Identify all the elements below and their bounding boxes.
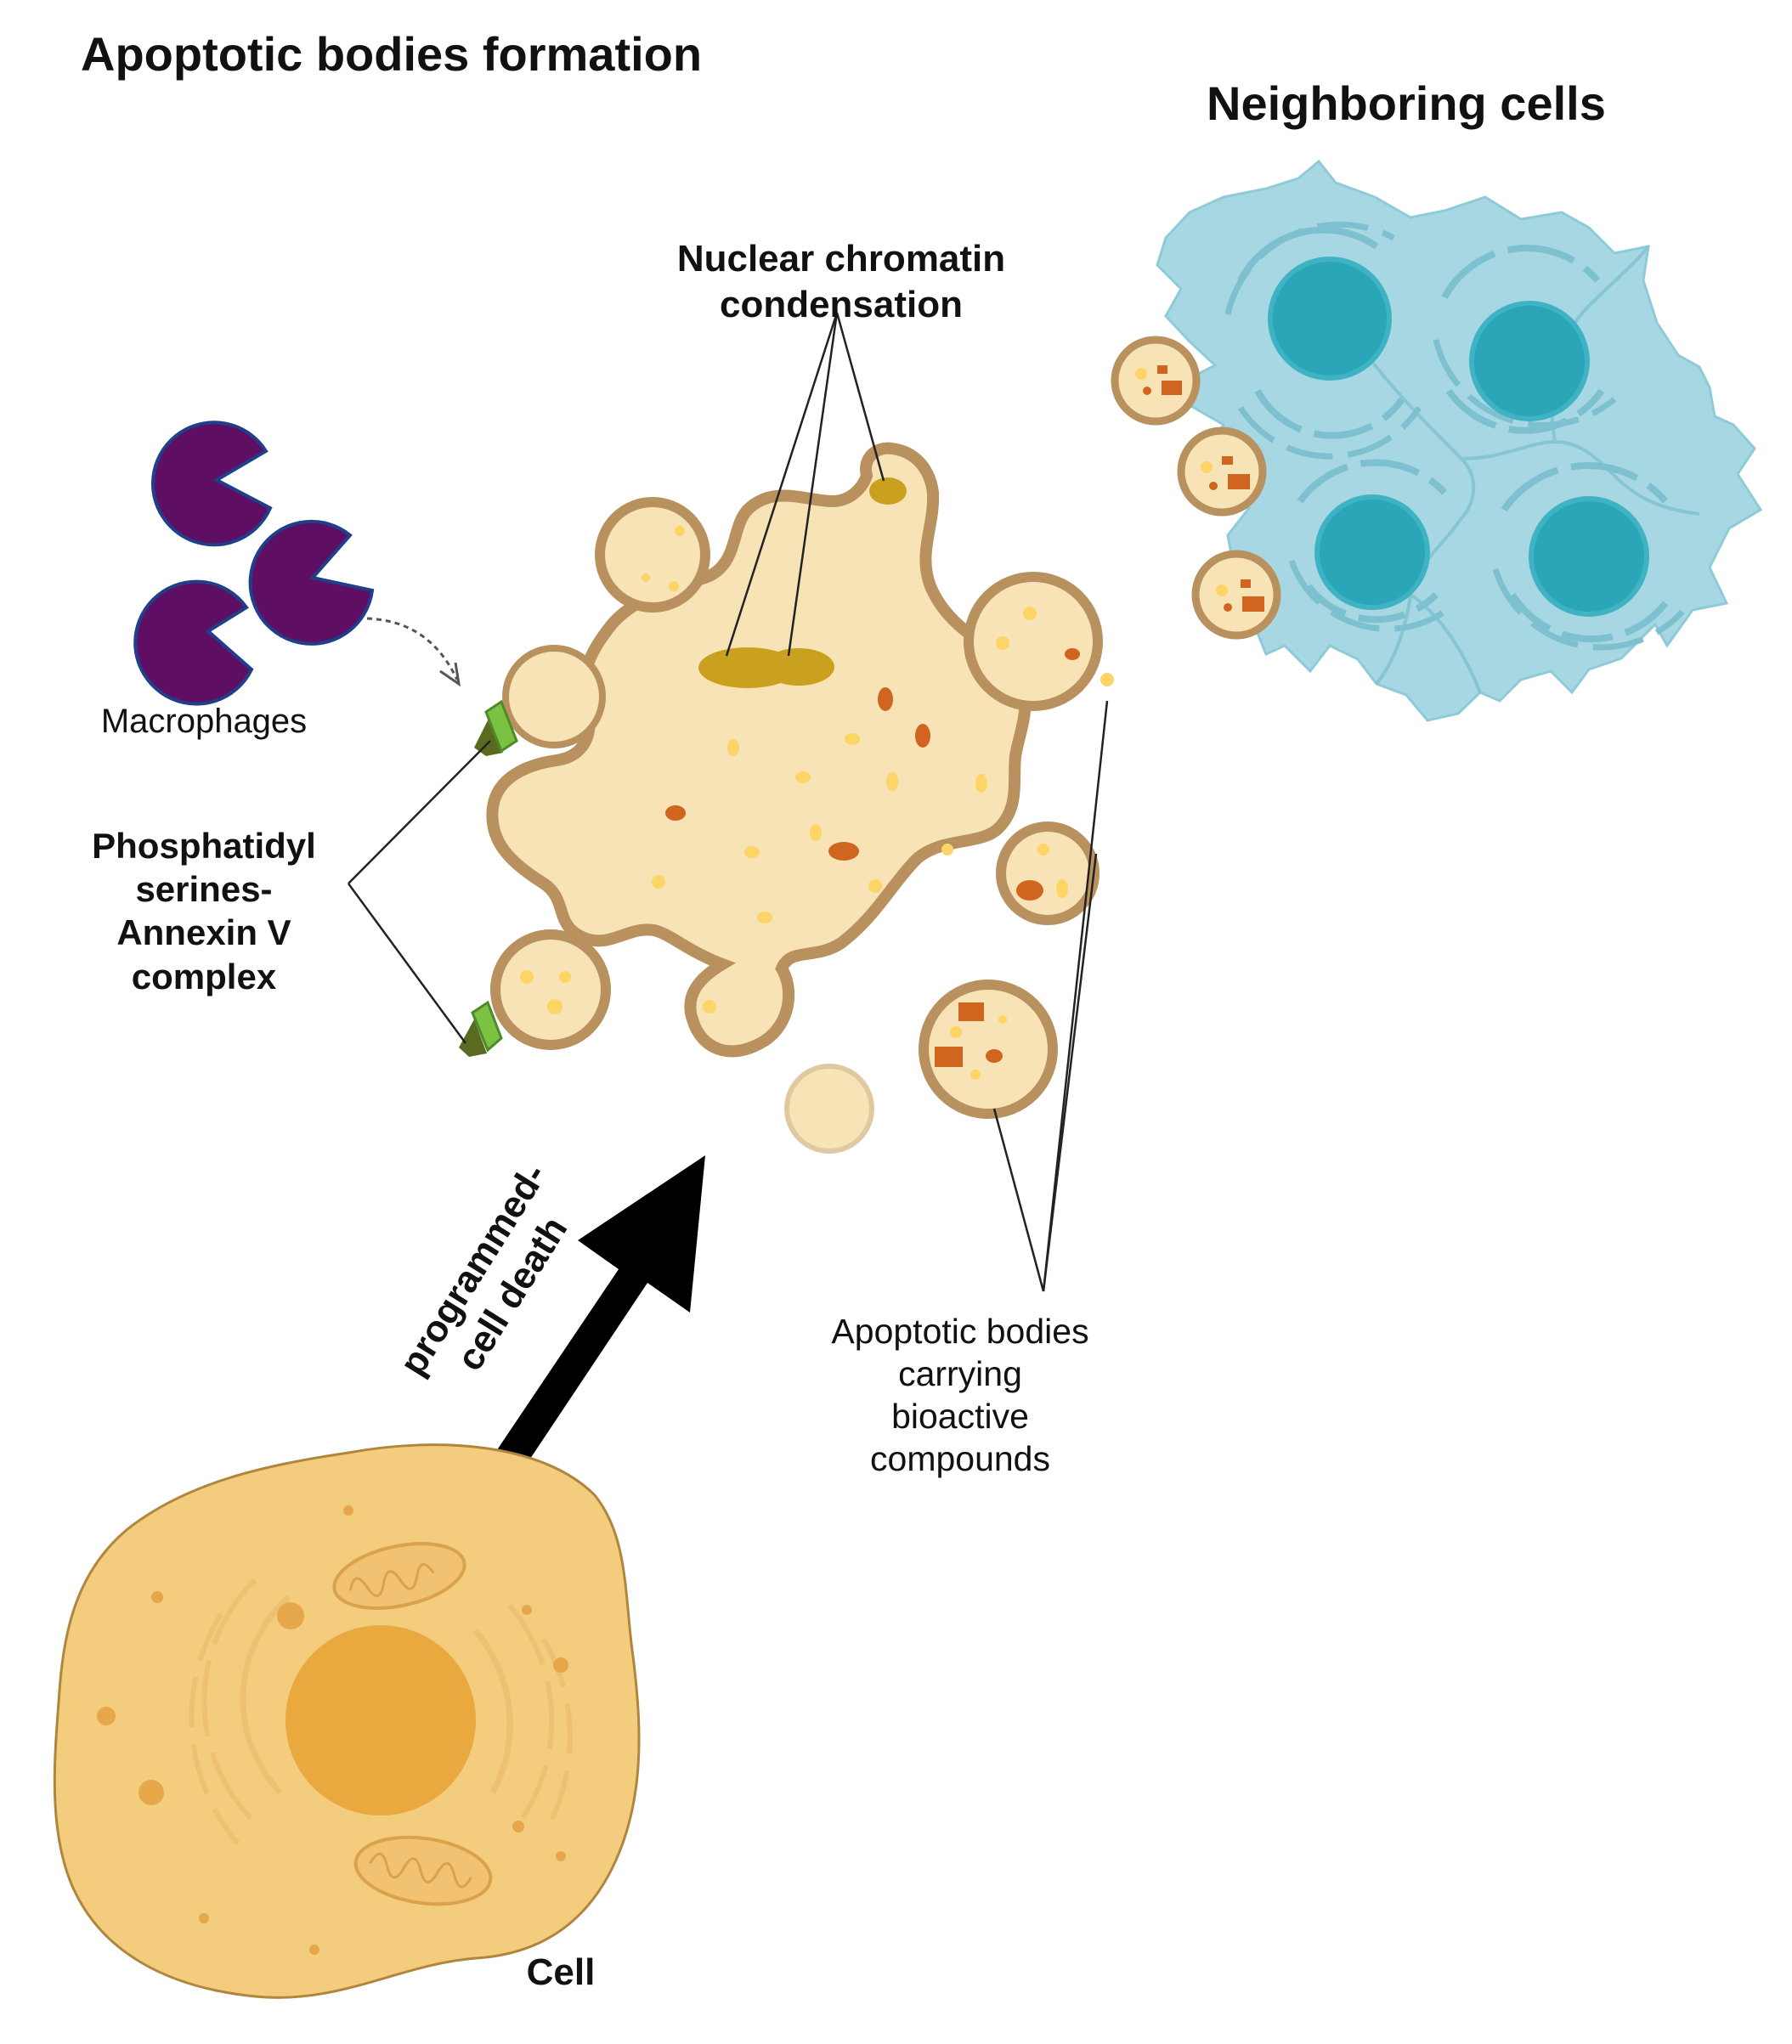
apoptotic-body xyxy=(595,497,710,613)
chromatin-blob xyxy=(763,648,834,686)
apoptotic-body xyxy=(490,929,611,1050)
neighboring-cells-label: Neighboring cells xyxy=(1207,76,1606,130)
apoptotic-bodies-label: Apoptotic bodies carrying bioactive comp… xyxy=(769,1310,1151,1480)
macrophages-label: Macrophages xyxy=(100,703,308,740)
nuclear-chromatin-leader-lines xyxy=(725,312,885,657)
neighbor-cell-3 xyxy=(1288,459,1447,632)
phosphatidyl-label-line: complex xyxy=(131,956,277,997)
apoptotic-body xyxy=(784,1064,874,1154)
engulfment-arrowhead xyxy=(439,662,461,687)
mitochondrion xyxy=(332,1542,466,1610)
cell-label: Cell xyxy=(526,1951,596,1993)
annexin-complex-icon xyxy=(459,1000,503,1057)
neighbor-nucleus xyxy=(1270,259,1389,378)
phosphatidyl-label-line: Annexin V xyxy=(116,912,291,953)
phosphatidyl-complex-label: Phosphatidyl serines- Annexin V complex xyxy=(42,824,365,998)
macrophage-pacman-icon xyxy=(248,519,375,646)
apoptotic-bodies-label-line: carrying xyxy=(898,1354,1022,1394)
apoptotic-body-near-neighbor xyxy=(1111,336,1201,426)
neighbor-cell-border xyxy=(1366,355,1476,686)
macrophage-pacman-icon xyxy=(133,579,254,706)
neighbor-nucleus xyxy=(1317,497,1427,607)
engulfment-dashed-arrow xyxy=(366,617,459,680)
apoptotic-body xyxy=(502,645,606,748)
page-title: Apoptotic bodies formation xyxy=(81,27,703,81)
apoptotic-bodies-label-line: Apoptotic bodies xyxy=(831,1312,1089,1351)
nuclear-chromatin-label-line: Nuclear chromatin xyxy=(676,238,1006,279)
apoptotic-bodies-label-line: bioactive xyxy=(891,1397,1029,1437)
healthy-nucleus xyxy=(285,1625,476,1815)
apoptotic-bodies-leader-lines xyxy=(992,700,1109,1292)
chromatin-blob xyxy=(869,477,907,505)
apoptotic-body-near-neighbor xyxy=(1191,550,1281,640)
phosphatidyl-leader-lines xyxy=(347,740,491,1044)
neighboring-cells-cluster xyxy=(1156,159,1763,722)
neighbor-cell-border xyxy=(1409,593,1482,693)
programmed-cell-death-label: programmed- cell death xyxy=(369,1121,617,1443)
apoptotic-bodies-label-line: compounds xyxy=(870,1439,1050,1479)
phosphatidyl-label-line: serines- xyxy=(135,869,273,910)
healthy-cell xyxy=(53,1443,641,1999)
neighbor-cell-1 xyxy=(1224,221,1422,460)
neighbor-nucleus xyxy=(1472,303,1587,419)
annexin-complex-icon xyxy=(474,699,518,756)
phosphatidyl-label-line: Phosphatidyl xyxy=(92,826,316,866)
macrophage-pacman-icon xyxy=(151,421,273,547)
apoptotic-body-near-neighbor xyxy=(1177,426,1267,517)
programmed-death-arrow-icon xyxy=(489,1155,705,1477)
apoptotic-cell xyxy=(486,442,1032,1058)
neighbor-nucleus xyxy=(1531,499,1647,614)
apoptotic-body xyxy=(964,572,1114,711)
neighbor-cell-2 xyxy=(1433,245,1617,434)
mitochondrion xyxy=(353,1835,493,1906)
neighbor-cell-border xyxy=(1461,439,1700,516)
apoptotic-body xyxy=(919,980,1058,1119)
neighbor-cell-4 xyxy=(1492,462,1685,651)
nuclear-chromatin-label: Nuclear chromatin condensation xyxy=(629,236,1054,327)
nuclear-chromatin-label-line: condensation xyxy=(719,283,964,325)
